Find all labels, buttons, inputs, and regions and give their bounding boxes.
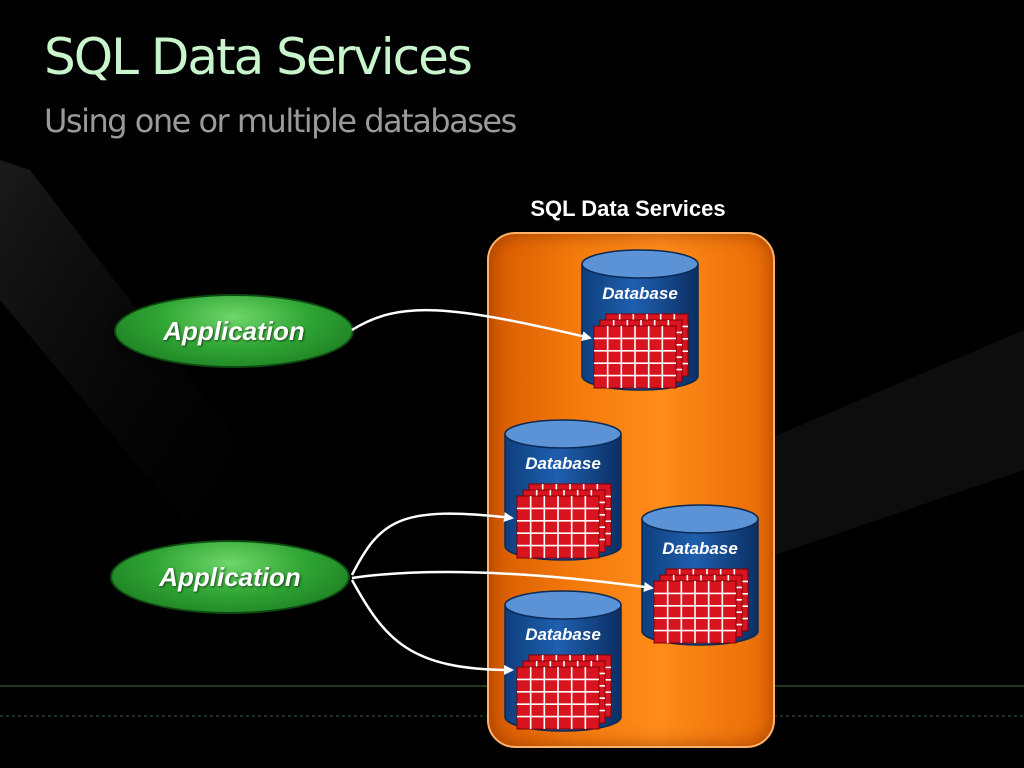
application-2: Application (110, 540, 350, 614)
database-1-label: Database (602, 284, 678, 303)
arrow-app1-db1 (351, 308, 592, 342)
database-4: Database (503, 589, 623, 735)
database-2-label: Database (525, 454, 601, 473)
table-grid-icon (516, 666, 600, 730)
database-cylinder-icon (504, 419, 622, 561)
table-grid-icon (593, 325, 677, 389)
database-3-label: Database (662, 539, 738, 558)
slide-title: SQL Data Services (44, 28, 473, 86)
database-cylinder-icon (641, 504, 759, 646)
table-grid-icon (653, 580, 737, 644)
database-cylinder-icon (504, 590, 622, 732)
arrow-app2-db2 (350, 512, 514, 576)
database-4-label: Database (525, 625, 601, 644)
application-1-label: Application (163, 315, 305, 346)
arrow-app2-db3 (351, 570, 654, 592)
database-3: Database (640, 503, 760, 649)
service-label: SQL Data Services (530, 196, 726, 221)
database-2: Database (503, 418, 623, 564)
application-2-label: Application (159, 561, 301, 592)
arrow-app2-db4 (350, 579, 514, 675)
table-grid-icon (516, 495, 600, 559)
slide-subtitle: Using one or multiple databases (44, 102, 517, 140)
application-1: Application (114, 294, 354, 368)
database-1: Database (580, 248, 700, 394)
database-cylinder-icon (581, 249, 699, 391)
